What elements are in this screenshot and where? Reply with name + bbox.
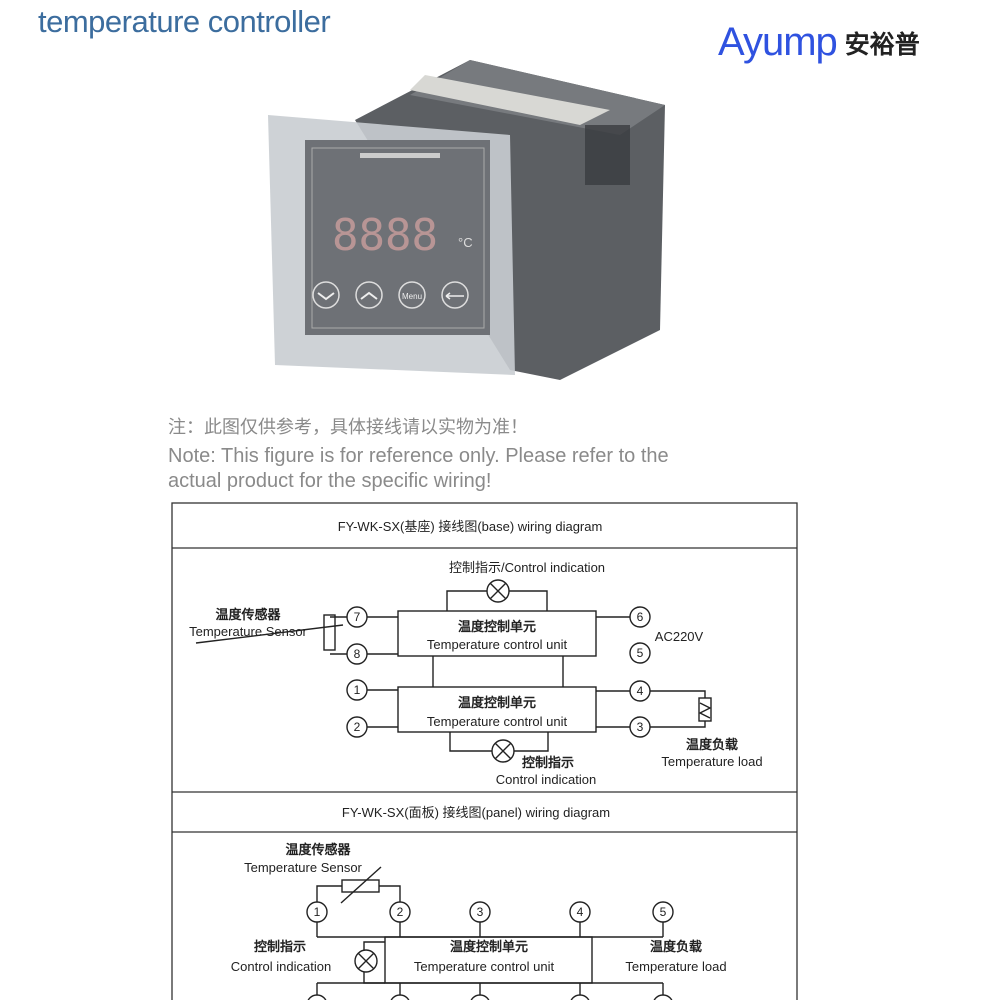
unit-label-cn: 温度控制单元 — [458, 695, 536, 710]
sensor-resistor — [323, 614, 336, 651]
panel-sensor-en: Temperature Sensor — [244, 860, 362, 875]
panel-sensor-cn: 温度传感器 — [285, 842, 351, 857]
panel-unit-cn: 温度控制单元 — [450, 939, 528, 954]
down-button[interactable] — [312, 281, 340, 309]
terminal-8: 8 — [354, 647, 361, 661]
note-english-line1: Note: This figure is for reference only.… — [168, 445, 669, 467]
note-english-line2: actual product for the specific wiring! — [168, 470, 492, 492]
controller-photo: 8888 °C Menu — [268, 60, 665, 380]
vent-icon — [585, 125, 630, 185]
panel-load-cn: 温度负载 — [650, 939, 702, 954]
panel-wiring — [316, 866, 664, 995]
upper-control-unit-box — [397, 610, 597, 657]
load-label-cn: 温度负载 — [686, 737, 738, 752]
enter-button[interactable] — [441, 281, 469, 309]
terminal-3: 3 — [637, 720, 644, 734]
unit-label-cn: 温度控制单元 — [458, 619, 536, 634]
terminal-7: 7 — [354, 610, 361, 624]
menu-button-label: Menu — [402, 292, 422, 301]
terminal-4: 4 — [637, 684, 644, 698]
terminal-1: 1 — [354, 683, 361, 697]
panel-terminal-4: 4 — [577, 905, 584, 919]
chevron-down-icon — [317, 292, 335, 301]
diagram-frame — [171, 502, 798, 1000]
panel-terminal-5: 5 — [660, 905, 667, 919]
logo-text-en: Ayump — [718, 20, 838, 64]
device-label — [410, 75, 610, 125]
up-button[interactable] — [355, 281, 383, 309]
indicator-lamps — [486, 579, 515, 763]
terminal-2: 2 — [354, 720, 361, 734]
brand-logo: Ayump 安裕普 — [718, 20, 920, 65]
top-indicator-label: 控制指示/Control indication — [449, 560, 605, 575]
note-chinese: 注：此图仅供参考，具体接线请以实物为准！ — [168, 417, 528, 437]
panel-indicator-cn: 控制指示 — [254, 939, 306, 954]
sensor-label-cn: 温度传感器 — [215, 607, 281, 622]
panel-diagram-title: FY-WK-SX(面板) 接线图(panel) wiring diagram — [342, 805, 610, 820]
unit-label-en: Temperature control unit — [427, 637, 568, 652]
bottom-indicator-en: Control indication — [496, 772, 596, 787]
terminal-6: 6 — [637, 610, 644, 624]
panel-sensor-resistor — [341, 879, 380, 893]
seven-segment-display: 8888 — [332, 210, 438, 261]
unit-label-en: Temperature control unit — [427, 714, 568, 729]
panel-terminal-3: 3 — [477, 905, 484, 919]
base-diagram-title: FY-WK-SX(基座) 接线图(base) wiring diagram — [338, 519, 603, 534]
panel-terminal-1: 1 — [314, 905, 321, 919]
panel-load-en: Temperature load — [625, 959, 726, 974]
panel-control-unit-box — [384, 936, 593, 984]
power-label: AC220V — [655, 629, 704, 644]
panel-indicator-en: Control indication — [231, 959, 331, 974]
enter-arrow-icon — [445, 292, 464, 300]
base-wiring — [195, 590, 712, 752]
terminal-5: 5 — [637, 646, 644, 660]
load-heater — [698, 697, 712, 722]
bottom-indicator-cn: 控制指示 — [522, 755, 574, 770]
unit-label: °C — [458, 235, 473, 250]
lower-control-unit-box — [397, 686, 597, 733]
sensor-label-en: Temperature Sensor — [189, 624, 307, 639]
load-label-en: Temperature load — [661, 754, 762, 769]
logo-text-cn: 安裕普 — [844, 30, 920, 59]
page-title: temperature controller — [38, 4, 331, 39]
chevron-up-icon — [360, 291, 378, 300]
base-terminals — [346, 606, 651, 738]
menu-button[interactable] — [398, 281, 426, 309]
panel-terminal-2: 2 — [397, 905, 404, 919]
panel-unit-en: Temperature control unit — [414, 959, 555, 974]
